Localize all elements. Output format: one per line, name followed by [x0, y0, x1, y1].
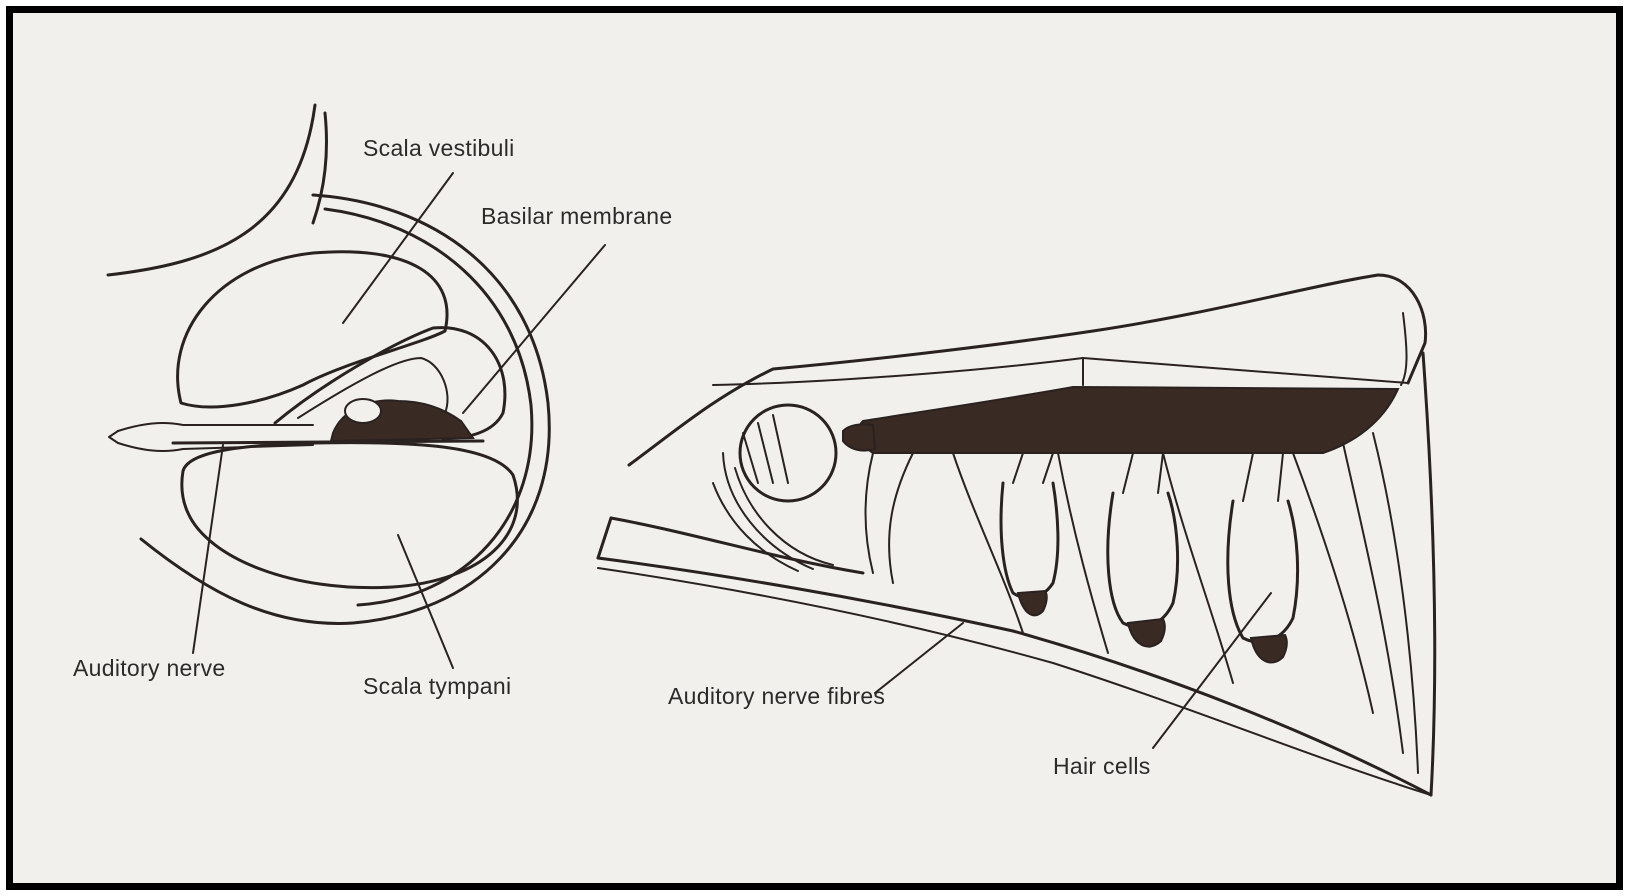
support-curve-5: [1163, 453, 1233, 683]
spiral-limbus: [740, 405, 836, 501]
support-curve-7: [1343, 443, 1403, 753]
outer-wall-upper: [108, 105, 315, 275]
organ-of-corti-detail: [598, 275, 1435, 795]
support-curve-8: [1373, 433, 1418, 773]
label-auditory-nerve: Auditory nerve: [73, 655, 226, 682]
support-curve-4: [1058, 453, 1108, 653]
leader-scala-tympani: [398, 535, 453, 668]
support-curve-3: [953, 453, 1023, 633]
leader-nerve-fibres: [875, 623, 963, 693]
wedge-tip: [598, 518, 611, 558]
support-curve-2: [889, 453, 913, 583]
cochlea-illustration: [13, 13, 1616, 883]
label-auditory-nerve-fibres: Auditory nerve fibres: [668, 683, 885, 710]
tunnel-cell: [345, 399, 381, 423]
support-curve-1: [866, 453, 874, 573]
label-hair-cells: Hair cells: [1053, 753, 1151, 780]
diagram-frame: Scala vestibuli Basilar membrane Auditor…: [6, 6, 1623, 890]
stereocilia-band: [858, 387, 1398, 453]
membrane-end: [1401, 313, 1407, 385]
leader-basilar-membrane: [463, 245, 605, 413]
outer-wall-inner-edge: [313, 113, 327, 223]
outer-hair-cell-3: [1228, 501, 1298, 663]
label-scala-tympani: Scala tympani: [363, 673, 511, 700]
nerve-tip: [109, 431, 118, 443]
label-scala-vestibuli: Scala vestibuli: [363, 135, 515, 162]
nerve-upper: [118, 423, 313, 431]
inner-hair-cell-top: [843, 424, 875, 450]
outer-hair-cell-2: [1108, 493, 1178, 647]
right-wall: [1423, 353, 1435, 795]
scala-vestibuli-chamber: [178, 252, 447, 407]
basilar-base-inner: [598, 568, 1431, 795]
cochlea-cross-section: [108, 105, 605, 668]
tectorial-membrane-inner: [713, 358, 1408, 385]
support-curve-6: [1293, 453, 1373, 713]
label-basilar-membrane: Basilar membrane: [481, 203, 672, 230]
